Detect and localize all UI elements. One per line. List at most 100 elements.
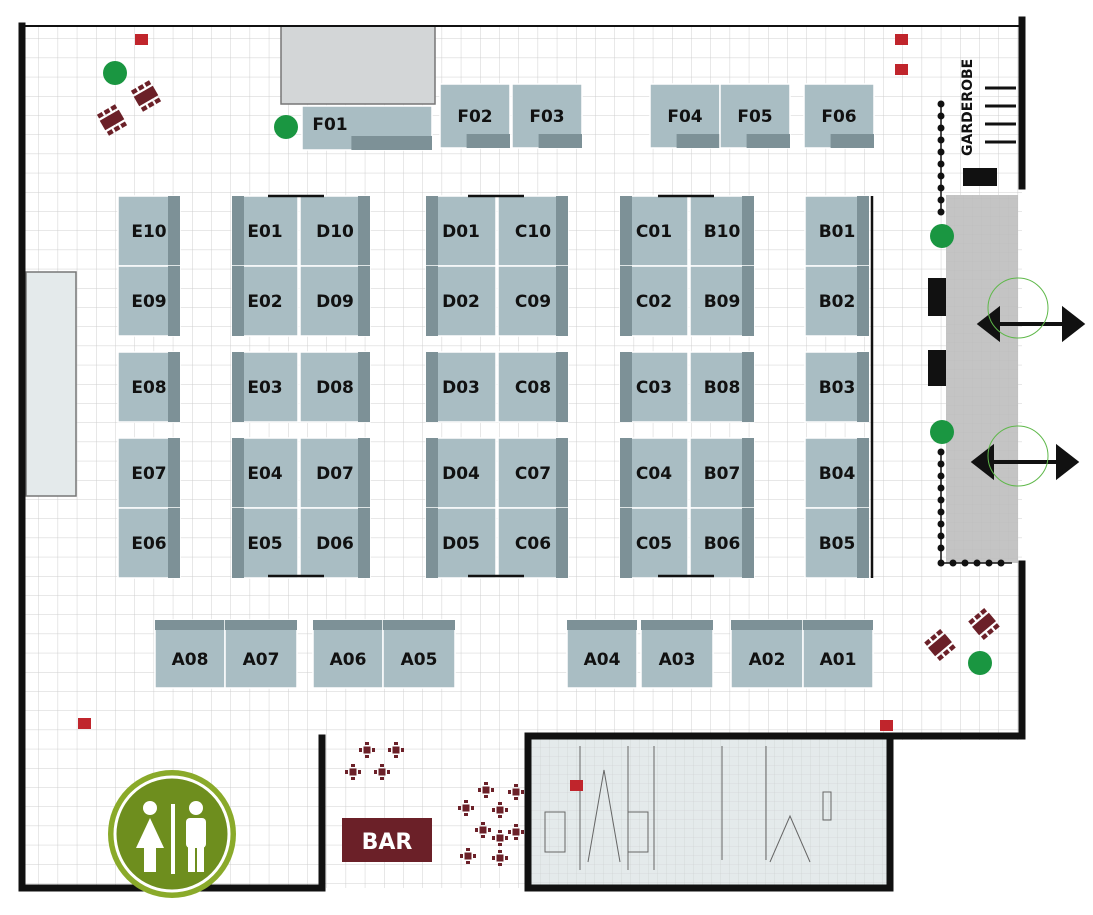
booth-a08[interactable]: A08 <box>154 619 226 689</box>
booth-e04[interactable]: E04 <box>231 437 299 509</box>
booth-wall-shade <box>426 508 438 578</box>
booth-d07[interactable]: D07 <box>299 437 371 509</box>
booth-wall-shade <box>556 438 568 508</box>
booth-c02[interactable]: C02 <box>619 265 689 337</box>
booth-b01[interactable]: B01 <box>804 195 870 267</box>
booth-c04[interactable]: C04 <box>619 437 689 509</box>
booth-label: F01 <box>312 115 347 135</box>
bar-label: BAR <box>362 830 413 855</box>
booth-wall-shade <box>383 620 455 630</box>
booth-e10[interactable]: E10 <box>117 195 181 267</box>
booth-b08[interactable]: B08 <box>689 351 755 423</box>
outside-area <box>890 740 1093 915</box>
booth-a06[interactable]: A06 <box>312 619 384 689</box>
booth-e01[interactable]: E01 <box>231 195 299 267</box>
booth-f05[interactable]: F05 <box>719 83 791 149</box>
booth-shape <box>224 619 298 689</box>
door-swings <box>987 277 1049 487</box>
booth-shape <box>640 619 714 689</box>
fire-extinguisher-signs <box>78 34 908 791</box>
booth-a01[interactable]: A01 <box>802 619 874 689</box>
booth-c01[interactable]: C01 <box>619 195 689 267</box>
booth-f06[interactable]: F06 <box>803 83 875 149</box>
bar-area-grid <box>322 738 528 888</box>
booth-e05[interactable]: E05 <box>231 507 299 579</box>
booth-a03[interactable]: A03 <box>640 619 714 689</box>
booth-a07[interactable]: A07 <box>224 619 298 689</box>
booth-wall-shade <box>358 196 370 266</box>
booth-e03[interactable]: E03 <box>231 351 299 423</box>
booth-c07[interactable]: C07 <box>497 437 569 509</box>
booth-b05[interactable]: B05 <box>804 507 870 579</box>
booth-e07[interactable]: E07 <box>117 437 181 509</box>
booth-e08[interactable]: E08 <box>117 351 181 423</box>
booth-d01[interactable]: D01 <box>425 195 497 267</box>
booth-c03[interactable]: C03 <box>619 351 689 423</box>
booth-c08[interactable]: C08 <box>497 351 569 423</box>
booth-e02[interactable]: E02 <box>231 265 299 337</box>
booth-wall-shade <box>426 352 438 422</box>
booth-d06[interactable]: D06 <box>299 507 371 579</box>
booth-f02[interactable]: F02 <box>439 83 511 149</box>
booth-d05[interactable]: D05 <box>425 507 497 579</box>
booth-label: B09 <box>704 292 741 312</box>
booth-label: D08 <box>316 378 354 398</box>
booth-wall-shade <box>225 620 297 630</box>
booth-c10[interactable]: C10 <box>497 195 569 267</box>
booth-wall-shade <box>857 352 869 422</box>
booth-b04[interactable]: B04 <box>804 437 870 509</box>
booth-wall-shade <box>426 266 438 336</box>
booth-d02[interactable]: D02 <box>425 265 497 337</box>
booth-wall-shade <box>538 134 582 148</box>
booth-b03[interactable]: B03 <box>804 351 870 423</box>
booth-wall-shade <box>313 620 383 630</box>
booth-b09[interactable]: B09 <box>689 265 755 337</box>
booth-c09[interactable]: C09 <box>497 265 569 337</box>
booth-d04[interactable]: D04 <box>425 437 497 509</box>
booth-b02[interactable]: B02 <box>804 265 870 337</box>
booth-label: E10 <box>131 222 166 242</box>
booth-b07[interactable]: B07 <box>689 437 755 509</box>
booth-label: D10 <box>316 222 354 242</box>
booth-a04[interactable]: A04 <box>566 619 638 689</box>
booth-label: C10 <box>515 222 551 242</box>
booth-d09[interactable]: D09 <box>299 265 371 337</box>
booth-e06[interactable]: E06 <box>117 507 181 579</box>
booth-f01[interactable]: F01 <box>301 105 433 151</box>
booth-d08[interactable]: D08 <box>299 351 371 423</box>
booth-label: E07 <box>131 464 166 484</box>
garderobe-rails <box>985 86 1016 144</box>
booth-e09[interactable]: E09 <box>117 265 181 337</box>
walls <box>18 16 1026 892</box>
booth-b10[interactable]: B10 <box>689 195 755 267</box>
info-marker <box>930 224 954 248</box>
booth-f03[interactable]: F03 <box>511 83 583 149</box>
booth-a02[interactable]: A02 <box>730 619 804 689</box>
booth-c05[interactable]: C05 <box>619 507 689 579</box>
restroom-icon[interactable] <box>108 770 236 898</box>
booth-d10[interactable]: D10 <box>299 195 371 267</box>
booth-wall-shade <box>620 266 632 336</box>
booth-label: A08 <box>172 650 209 670</box>
seating-tables <box>96 80 1000 866</box>
restroom-fixtures <box>544 746 832 870</box>
booth-wall-shade <box>746 134 790 148</box>
booth-wall-shade <box>556 196 568 266</box>
booth-label: C02 <box>636 292 672 312</box>
booth-label: E06 <box>131 534 166 554</box>
garderobe-counter <box>963 168 997 186</box>
booth-wall-shade <box>426 196 438 266</box>
booth-c06[interactable]: C06 <box>497 507 569 579</box>
booth-d03[interactable]: D03 <box>425 351 497 423</box>
booth-label: B10 <box>704 222 741 242</box>
booth-a05[interactable]: A05 <box>382 619 456 689</box>
booth-label: E02 <box>247 292 282 312</box>
table-icon <box>96 104 128 136</box>
booth-f04[interactable]: F04 <box>649 83 721 149</box>
chair-cluster <box>388 742 404 758</box>
table-icon <box>130 80 162 112</box>
booth-label: C06 <box>515 534 551 554</box>
booth-b06[interactable]: B06 <box>689 507 755 579</box>
booth-label: B07 <box>704 464 741 484</box>
bar-counter <box>342 818 432 862</box>
